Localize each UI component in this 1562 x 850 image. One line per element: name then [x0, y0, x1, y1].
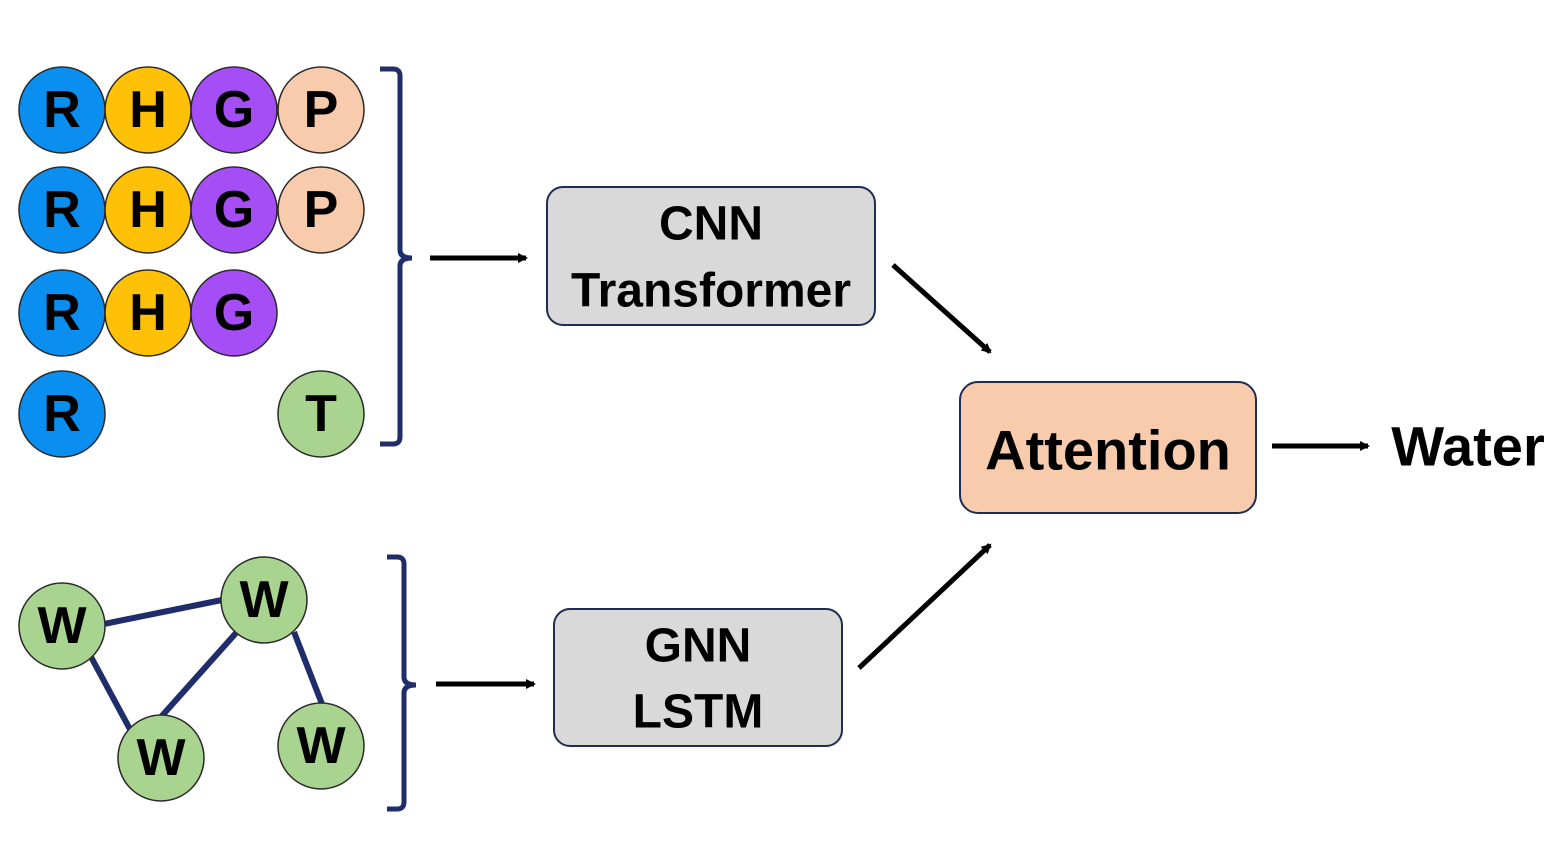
node-r-row2: R	[18, 166, 106, 254]
sequence-row-1: R H G P	[18, 66, 365, 154]
arrow-cnn-to-attention	[891, 263, 992, 354]
node-label: R	[43, 385, 81, 443]
sequence-row-4: R T	[18, 370, 365, 458]
gnn-lstm-box: GNN LSTM	[553, 608, 843, 747]
graph-node-w4: W	[277, 702, 365, 790]
attention-box: Attention	[959, 381, 1257, 514]
node-p-row1: P	[277, 66, 365, 154]
node-label: W	[136, 729, 186, 787]
node-g-row3: G	[190, 269, 278, 357]
node-label: H	[129, 284, 167, 342]
graph-edge	[87, 653, 135, 735]
cnn-transformer-box: CNN Transformer	[546, 186, 876, 326]
graph-edge	[291, 630, 325, 706]
node-h-row2: H	[104, 166, 192, 254]
node-label: W	[37, 597, 87, 655]
node-label: G	[214, 181, 254, 239]
node-r-row3: R	[18, 269, 106, 357]
node-g-row2: G	[190, 166, 278, 254]
top-bracket	[380, 66, 413, 447]
node-label: P	[304, 181, 339, 239]
node-label: W	[296, 717, 346, 775]
arrow-gnn-to-attention	[857, 543, 992, 670]
node-h-row1: H	[104, 66, 192, 154]
bottom-bracket	[387, 554, 417, 812]
attention-label: Attention	[985, 419, 1231, 482]
sequence-row-2: R H G P	[18, 166, 365, 254]
node-g-row1: G	[190, 66, 278, 154]
node-label: H	[129, 181, 167, 239]
node-h-row3: H	[104, 269, 192, 357]
graph-edge	[103, 597, 223, 627]
lstm-label: LSTM	[633, 686, 764, 739]
node-r-row1: R	[18, 66, 106, 154]
node-label: W	[239, 571, 289, 629]
node-label: R	[43, 181, 81, 239]
transformer-label: Transformer	[571, 265, 851, 318]
node-label: R	[43, 284, 81, 342]
node-t-row4: T	[277, 370, 365, 458]
graph-node-w2: W	[220, 556, 308, 644]
cnn-label: CNN	[659, 198, 763, 251]
node-r-row4: R	[18, 370, 106, 458]
node-label: P	[304, 81, 339, 139]
node-label: T	[305, 385, 337, 443]
output-label: Water	[1391, 415, 1545, 478]
gnn-label: GNN	[645, 620, 752, 673]
node-label: G	[214, 284, 254, 342]
graph-node-w1: W	[18, 582, 106, 670]
node-p-row2: P	[277, 166, 365, 254]
node-label: R	[43, 81, 81, 139]
node-label: G	[214, 81, 254, 139]
graph-edges	[87, 597, 325, 735]
node-label: H	[129, 81, 167, 139]
graph-node-w3: W	[117, 714, 205, 802]
graph-nodes: W W W W	[18, 556, 365, 802]
sequence-row-3: R H G	[18, 269, 278, 357]
graph-edge	[157, 631, 239, 720]
